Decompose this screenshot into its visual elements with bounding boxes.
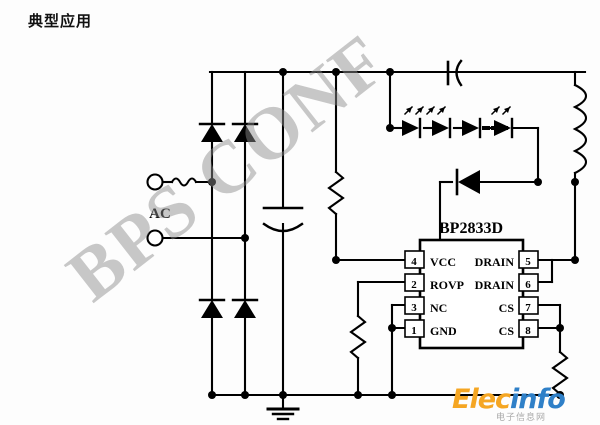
chip-pin-number-5: 5	[525, 256, 531, 268]
chip-pin-number-3: 3	[411, 302, 417, 314]
junction-dots	[208, 68, 579, 399]
chip-pin-label-vcc: VCC	[430, 255, 456, 269]
chip-pin-box-left-2	[404, 273, 425, 292]
chip-pin-number-6: 6	[525, 279, 531, 291]
chip-pin-number-8: 8	[525, 325, 531, 337]
bulk-capacitor	[262, 70, 304, 397]
chip-pin-box-left-1	[404, 250, 425, 269]
page-title: 典型应用	[28, 12, 93, 30]
logo-subtitle: 电子信息网	[496, 413, 547, 423]
chip-pin-number-1: 1	[411, 325, 417, 337]
inductor	[572, 70, 588, 262]
chip-pin-box-left-3	[404, 296, 425, 315]
chip-pin-number-2: 2	[411, 279, 417, 291]
chip-name: BP2833D	[439, 220, 503, 237]
bridge-diode-1	[198, 122, 226, 142]
led-branch-wire	[388, 70, 540, 184]
logo-wordmark-part-a: Elec	[452, 384, 511, 415]
led-3	[436, 105, 482, 139]
chip-pin-label-cs-7: CS	[499, 301, 515, 315]
chip-pin-box-left-4	[404, 319, 425, 338]
chip-pin-label-nc: NC	[430, 301, 447, 315]
chip-pin-label-rovp: ROVP	[430, 278, 464, 292]
logo-wordmark-part-b: info	[510, 384, 566, 415]
ac-terminal-bottom	[146, 229, 164, 247]
led-2	[414, 105, 452, 139]
led-1	[402, 105, 422, 139]
chip-body	[418, 238, 525, 350]
chip-pin-box-right-2	[518, 273, 539, 292]
bridge-diode-2	[231, 122, 259, 142]
site-logo: Elecinfo 电子信息网	[452, 384, 596, 423]
ac-source-label: AC	[149, 206, 171, 222]
chip-pin-number-4: 4	[411, 256, 417, 268]
bridge-diode-3	[198, 298, 226, 318]
chip-pin-label-drain-5: DRAIN	[475, 255, 515, 269]
chip-pin-box-right-3	[518, 296, 539, 315]
chip-pin-box-right-4	[518, 319, 539, 338]
chip-pin-label-gnd: GND	[430, 324, 457, 338]
bridge-diode-4	[231, 298, 259, 318]
chip-pin-box-right-1	[518, 250, 539, 269]
chip-pin-label-drain-6: DRAIN	[475, 278, 515, 292]
cs-wires	[521, 303, 569, 397]
fuse-symbol	[170, 177, 198, 187]
startup-resistor	[327, 70, 422, 262]
nc-gnd-wire	[390, 303, 422, 397]
chip-pin-number-7: 7	[525, 302, 531, 314]
led-4	[490, 105, 514, 139]
logo-wordmark: Elecinfo	[452, 384, 566, 415]
chip-pin-label-cs-8: CS	[499, 324, 515, 338]
output-capacitor	[446, 59, 463, 87]
ac-terminal-top	[146, 173, 164, 191]
